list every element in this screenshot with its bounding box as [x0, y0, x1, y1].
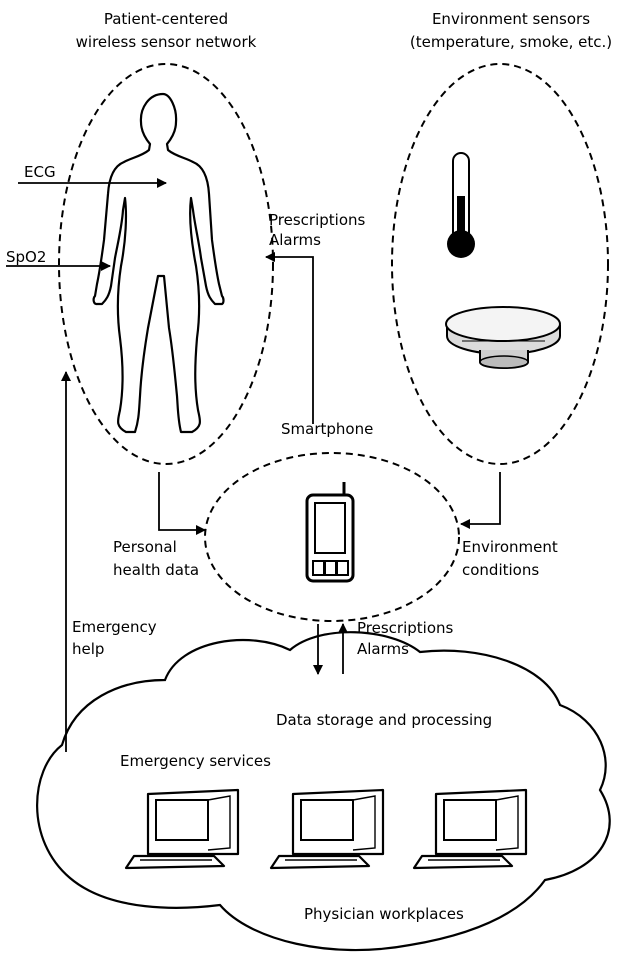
patient-network-title-line1: Patient-centered [104, 10, 228, 28]
smartphone-label: Smartphone [281, 420, 373, 438]
computer-workstation-icon [124, 788, 240, 870]
personal-health-label-line1: Personal [113, 538, 177, 556]
smartphone-icon [305, 482, 355, 583]
environment-sensors-title-line2: (temperature, smoke, etc.) [410, 33, 612, 51]
environment-sensors-title-line1: Environment sensors [432, 10, 590, 28]
human-body-icon [92, 92, 225, 434]
emergency-services-label: Emergency services [120, 752, 271, 770]
spo2-label: SpO2 [6, 248, 46, 266]
personal-health-label-line2: health data [113, 561, 199, 579]
prescriptions-mid-label-line2: Alarms [357, 640, 409, 658]
ecg-label: ECG [24, 163, 56, 181]
smartphone-boundary [204, 452, 460, 622]
prescriptions-to-patient-arrow [265, 252, 314, 424]
environment-conditions-label-line2: conditions [462, 561, 539, 579]
patient-network-title-line2: wireless sensor network [76, 33, 257, 51]
computer-workstation-icon [412, 788, 528, 870]
environment-conditions-arrow [460, 472, 501, 529]
personal-health-data-arrow [158, 472, 206, 535]
patient-network-boundary [58, 63, 274, 465]
prescriptions-mid-label-line1: Prescriptions [357, 619, 453, 637]
environment-sensors-boundary [391, 63, 609, 465]
computer-workstation-icon [269, 788, 385, 870]
prescriptions-top-label-line2: Alarms [269, 231, 321, 249]
emergency-help-label-line2: help [72, 640, 104, 658]
thermometer-icon [447, 152, 475, 258]
physician-workplaces-label: Physician workplaces [304, 905, 464, 923]
prescriptions-top-label-line1: Prescriptions [269, 211, 365, 229]
smoke-detector-icon [445, 306, 561, 369]
cloud-shape [36, 631, 611, 952]
environment-conditions-label-line1: Environment [462, 538, 558, 556]
emergency-help-label-line1: Emergency [72, 618, 157, 636]
cloud-title: Data storage and processing [276, 711, 492, 729]
